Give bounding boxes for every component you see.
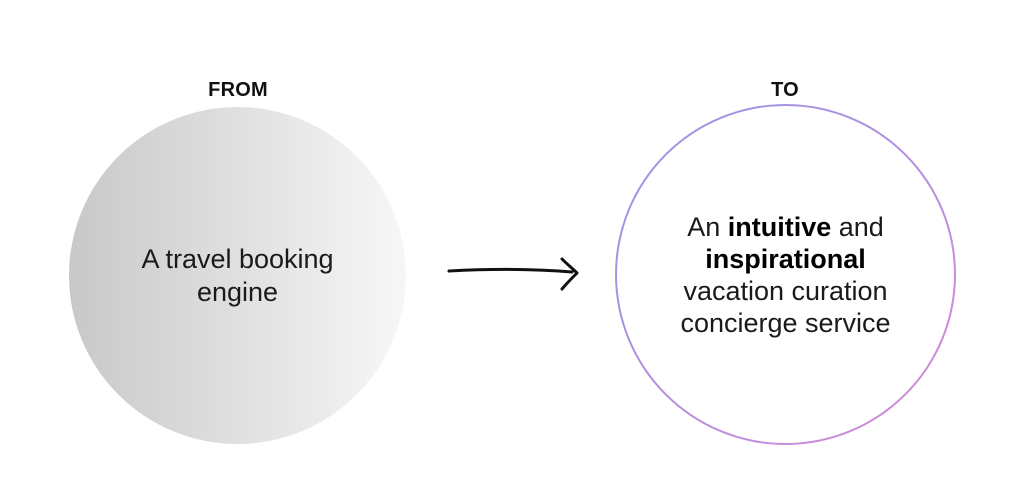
to-label: TO — [771, 79, 799, 101]
to-circle-inner: An intuitive and inspirational vacation … — [617, 106, 954, 443]
from-description: A travel booking engine — [141, 243, 334, 307]
to-text-emphasis-intuitive: intuitive — [727, 211, 832, 242]
right-arrow-icon — [447, 257, 579, 291]
to-text-emphasis-inspirational: inspirational — [705, 243, 866, 274]
to-description: An intuitive and inspirational vacation … — [656, 211, 916, 339]
to-text-part-3: and — [831, 211, 884, 242]
from-circle: A travel booking engine — [69, 107, 406, 444]
from-label: FROM — [208, 79, 268, 101]
to-text-part-5: vacation curation concierge service — [680, 275, 891, 338]
to-circle: An intuitive and inspirational vacation … — [615, 104, 956, 445]
to-text-part-1: An — [687, 211, 728, 242]
